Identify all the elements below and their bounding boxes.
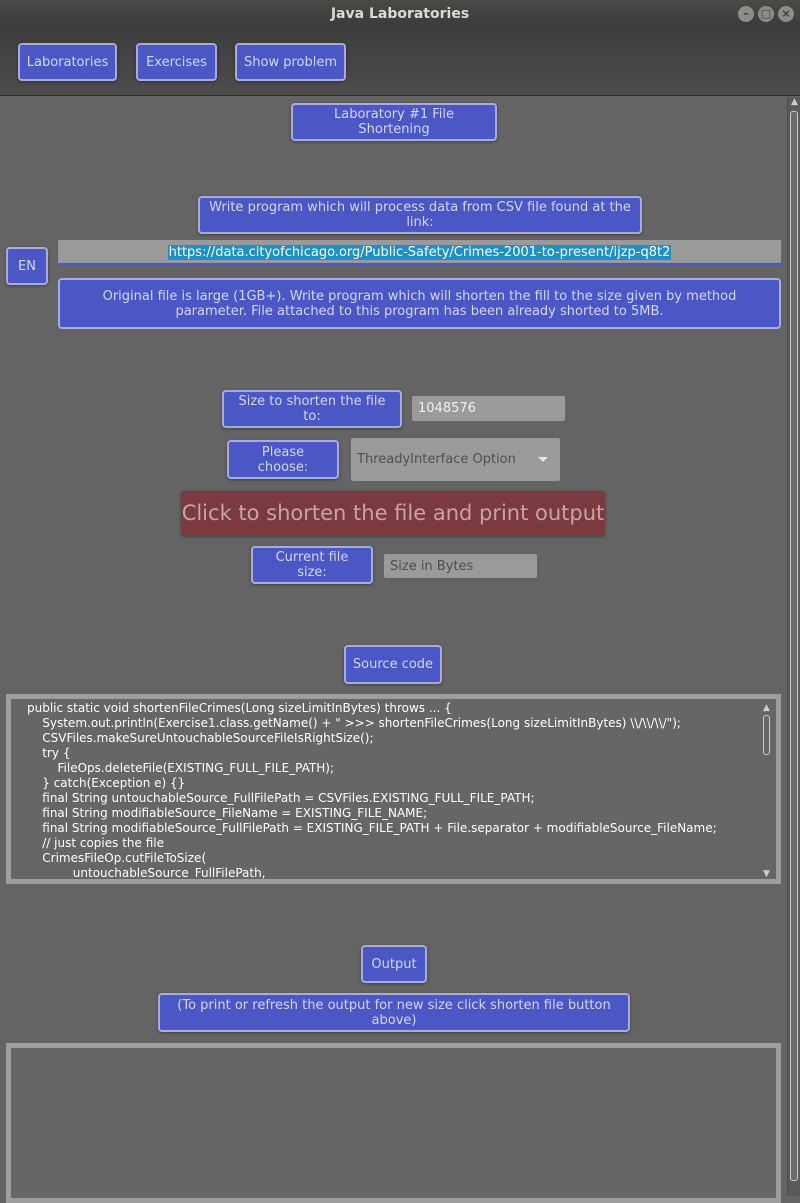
main-scrollbar-thumb[interactable]: [790, 111, 798, 1181]
scroll-down-icon[interactable]: ▼: [763, 869, 770, 879]
current-size-field[interactable]: [384, 554, 537, 578]
scroll-up-icon[interactable]: ▲: [791, 97, 798, 107]
size-label: Size to shorten the file to:: [222, 390, 402, 428]
laboratory-title: Laboratory #1 File Shortening: [291, 103, 497, 141]
link-text[interactable]: https://data.cityofchicago.org/Public-Sa…: [167, 245, 672, 260]
window-title: Java Laboratories: [330, 6, 470, 22]
size-input[interactable]: [412, 396, 565, 421]
window-titlebar: Java Laboratories – □ ×: [0, 0, 800, 28]
code-scrollbar-thumb[interactable]: [763, 715, 770, 755]
select-value: ThreadyInterface Option: [357, 452, 516, 467]
chevron-down-icon: [538, 457, 548, 462]
choose-label: Please choose:: [227, 440, 339, 479]
output-hint: (To print or refresh the output for new …: [158, 993, 630, 1032]
link-field[interactable]: https://data.cityofchicago.org/Public-Sa…: [58, 240, 781, 265]
source-code-text: public static void shortenFileCrimes(Lon…: [27, 701, 717, 880]
minimize-icon[interactable]: –: [738, 6, 754, 22]
shorten-file-button[interactable]: Click to shorten the file and print outp…: [181, 491, 605, 536]
source-code-button[interactable]: Source code: [344, 645, 442, 684]
main-scrollbar[interactable]: ▲: [787, 97, 800, 1196]
exercises-button[interactable]: Exercises: [136, 43, 217, 81]
laboratories-button[interactable]: Laboratories: [18, 43, 117, 81]
close-icon[interactable]: ×: [778, 6, 794, 22]
instruction-label: Write program which will process data fr…: [198, 196, 642, 234]
problem-description: Original file is large (1GB+). Write pro…: [58, 278, 781, 329]
implementation-select[interactable]: ThreadyInterface Option: [351, 438, 560, 481]
source-code-area[interactable]: public static void shortenFileCrimes(Lon…: [6, 694, 781, 884]
output-button[interactable]: Output: [361, 945, 427, 983]
scroll-up-icon[interactable]: ▲: [763, 703, 770, 713]
code-scrollbar[interactable]: ▲ ▼: [761, 703, 772, 879]
language-button[interactable]: EN: [6, 247, 48, 285]
show-problem-button[interactable]: Show problem: [235, 43, 346, 81]
maximize-icon[interactable]: □: [758, 6, 774, 22]
current-size-label: Current file size:: [251, 546, 373, 584]
toolbar: Laboratories Exercises Show problem: [0, 28, 800, 96]
output-area[interactable]: [6, 1043, 781, 1203]
